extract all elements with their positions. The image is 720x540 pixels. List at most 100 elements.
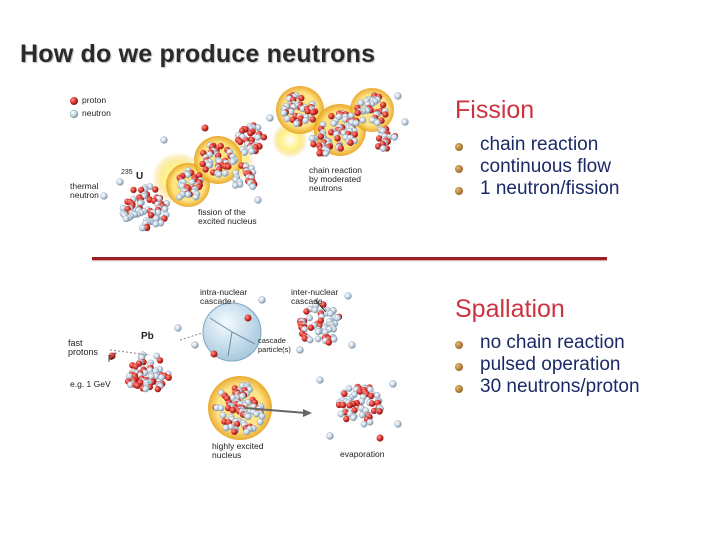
neutron-ball [220,412,226,418]
proton-ball [368,393,374,399]
neutron-ball [309,135,315,141]
proton-ball [347,140,353,146]
thermal-neutron-label: thermalneutron [70,182,99,200]
legend-proton-label: proton [82,96,106,105]
free-neutron [101,193,108,200]
neutron-ball [139,225,145,231]
proton-ball [376,135,382,141]
energy-label: e.g. 1 GeV [70,380,111,389]
beam-to-atom-line [180,332,205,340]
fission-fragment [235,122,267,155]
evaporating-nucleus [336,384,384,428]
neutron-ball [193,194,199,200]
neutron-ball [306,315,312,321]
free-neutron [395,421,402,428]
u235-symbol: U [136,172,143,181]
neutron-ball [391,134,397,140]
neutron-ball [232,182,238,188]
evaporation-arrowhead [303,409,312,417]
neutron-ball [334,315,340,321]
neutron-ball [158,374,164,380]
proton-symbol: p+ [108,350,117,362]
neutron-ball [185,191,191,197]
neutron-ball [307,337,313,343]
free-neutron [395,93,402,100]
neutron-ball [216,171,222,177]
proton-ball [343,416,349,422]
neutron-ball [248,148,254,154]
proton-ball [308,325,314,331]
free-neutron [255,197,262,204]
neutron-ball [222,170,228,176]
u235-mass-number: 235 [121,168,133,177]
legend-neutron-label: neutron [82,109,111,118]
fast-protons-label: fastprotons [68,339,98,357]
free-proton [211,351,218,358]
proton-ball [326,339,332,345]
proton-ball [231,429,237,435]
proton-ball [166,375,172,381]
neutron-ball [245,413,251,419]
inter-cascade-nucleus [297,301,342,345]
neutron-ball [374,120,380,126]
free-proton [202,125,209,132]
neutron-ball [350,415,356,421]
evaporation-label: evaporation [340,450,384,459]
neutron-ball [315,336,321,342]
free-neutron [349,342,356,349]
spallation-target-nucleus [125,352,172,393]
neutron-ball [162,206,168,212]
proton-ball [310,116,316,122]
inter-cascade-label: inter-nuclearcascade [291,288,338,306]
neutron-ball [331,120,337,126]
neutron-ball [284,116,290,122]
free-neutron [267,115,274,122]
free-proton [377,435,384,442]
proton-ball [310,109,316,115]
proton-ball [261,134,267,140]
free-neutron [117,179,124,186]
proton-ball [318,133,324,139]
neutron-ball [244,429,250,435]
proton-ball [130,187,136,193]
neutron-ball [281,110,287,116]
free-neutron [192,342,199,349]
free-neutron [327,433,334,440]
proton-ball [369,400,375,406]
pb-label: Pb [141,332,154,341]
neutron-ball [331,336,337,342]
neutron-ball [257,419,263,425]
neutron-ball [353,120,359,126]
free-neutron [161,137,168,144]
neutron-ball [230,158,236,164]
chain-nucleus [375,126,398,152]
free-neutron [390,381,397,388]
neutron-ball [153,221,159,227]
proton-ball [334,135,340,141]
neutron-ball [338,411,344,417]
cascade-particles-label: cascadeparticle(s) [258,336,291,354]
proton-legend-icon [70,97,78,105]
neutron-ball [367,419,373,425]
free-neutron [259,297,266,304]
proton-ball [340,402,346,408]
neutron-ball [359,412,365,418]
neutron-ball [380,145,386,151]
neutron-legend-icon [70,110,78,118]
neutron-ball [360,117,366,123]
free-neutron [297,347,304,354]
neutron-ball [189,179,195,185]
neutron-ball [315,329,321,335]
proton-ball [225,163,231,169]
proton-ball [230,407,236,413]
proton-ball [382,111,388,117]
free-neutron [175,325,182,332]
proton-ball [305,108,311,114]
proton-ball [298,95,304,101]
proton-ball [376,408,382,414]
neutron-ball [361,421,367,427]
